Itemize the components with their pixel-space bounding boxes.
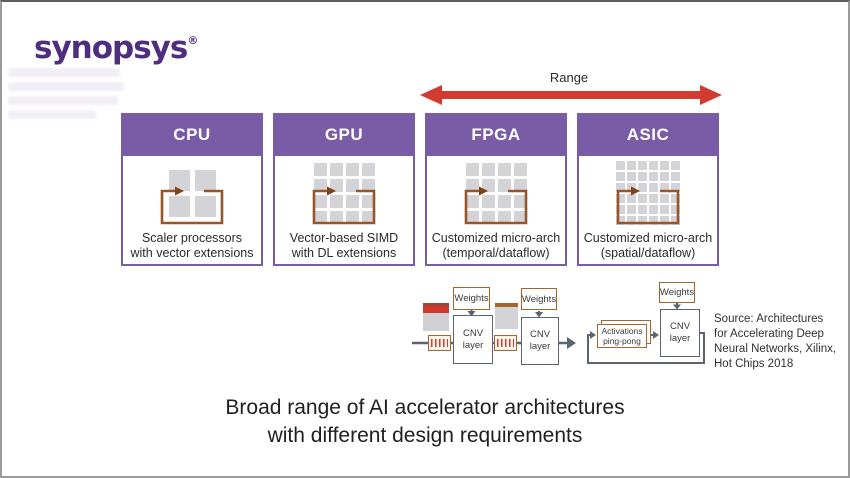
- weights-box-2: Weights: [521, 288, 557, 310]
- asic-cells-icon: [579, 160, 717, 226]
- loop-arrow-icon: [312, 186, 376, 225]
- cpu-cores-icon: [123, 160, 261, 226]
- card-asic-caption: Customized micro-arch (spatial/dataflow): [583, 230, 713, 261]
- fpga-cells-icon: [427, 160, 565, 226]
- source-citation: Source: Architectures for Accelerating D…: [714, 313, 837, 370]
- card-asic-title: ASIC: [578, 114, 718, 156]
- core-grid: [313, 162, 375, 224]
- core-grid: [465, 162, 527, 224]
- card-fpga-title: FPGA: [426, 114, 566, 156]
- line-buffer-icon: [428, 335, 451, 351]
- line-buffer-icon: [494, 335, 517, 351]
- range-label: Range: [549, 70, 589, 85]
- buffer-memory-icon: [495, 303, 518, 329]
- slide-title: Broad range of AI accelerator architectu…: [225, 396, 625, 447]
- loop-arrow-icon: [160, 186, 224, 225]
- synopsys-logo: synopsys®: [34, 30, 198, 66]
- weights-box: Weights: [659, 282, 695, 303]
- buffer-memory-icon: [423, 303, 449, 331]
- card-gpu-title: GPU: [274, 114, 414, 156]
- flow-wires: [587, 303, 705, 364]
- core-grid: [616, 161, 680, 225]
- core-grid: [168, 169, 216, 217]
- registered-mark: ®: [187, 34, 199, 47]
- weights-box-1: Weights: [453, 287, 490, 310]
- card-fpga-caption: Customized micro-arch (temporal/dataflow…: [431, 230, 561, 261]
- card-gpu: GPU Vector-based SIMD with DL extensions: [273, 113, 415, 266]
- card-cpu-title: CPU: [122, 114, 262, 156]
- loop-arrow-icon: [464, 186, 528, 225]
- gpu-cores-icon: [275, 160, 413, 226]
- card-gpu-caption: Vector-based SIMD with DL extensions: [289, 230, 399, 261]
- ghost-watermark: [8, 68, 128, 124]
- logo-text: synopsys: [34, 30, 188, 66]
- card-fpga: FPGA Customized micro-arch (temporal/dat…: [425, 113, 567, 266]
- card-asic: ASIC Customized micro-arch (spatial/data…: [577, 113, 719, 266]
- card-cpu: CPU Scaler processors with vector extens…: [121, 113, 263, 266]
- loop-arrow-icon: [616, 186, 680, 225]
- card-cpu-caption: Scaler processors with vector extensions: [130, 230, 254, 261]
- range-double-arrow-icon: [420, 85, 722, 105]
